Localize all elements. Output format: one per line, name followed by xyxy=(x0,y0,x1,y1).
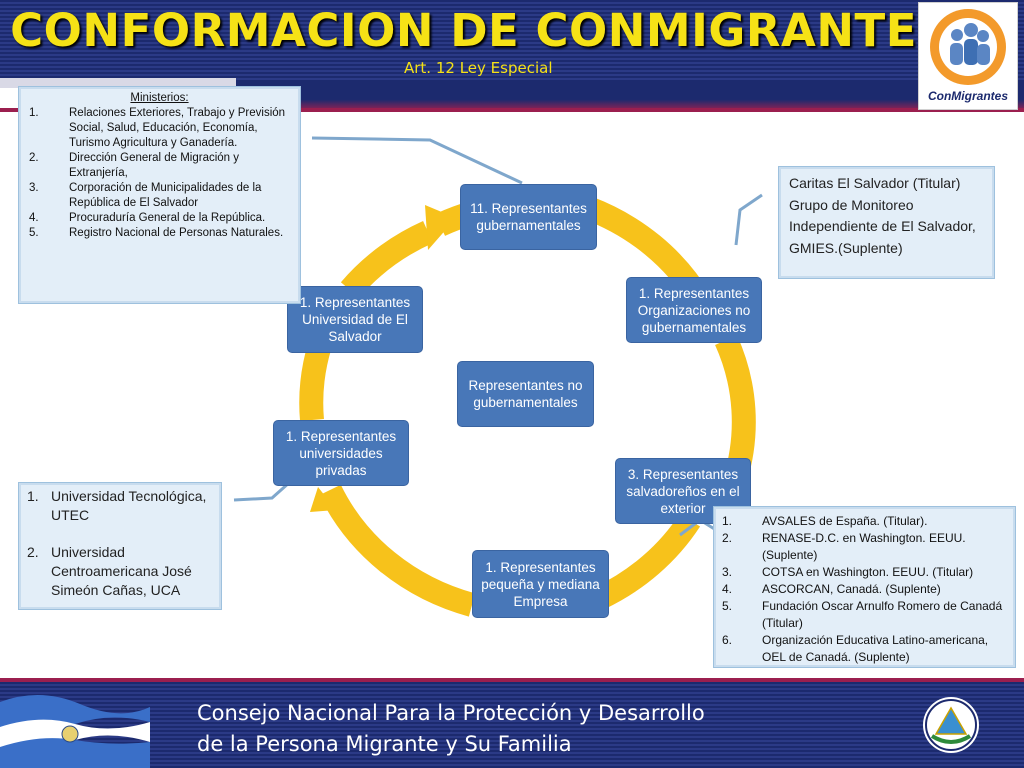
gmies-line: Grupo de Monitoreo Independiente de El S… xyxy=(789,196,976,256)
logo-text: ConMigrantes xyxy=(927,89,1008,103)
list-item: 2.RENASE-D.C. en Washington. EEUU. (Supl… xyxy=(722,531,966,562)
node-ues: 1. Representantes Universidad de El Salv… xyxy=(287,286,423,353)
list-item: 3.COTSA en Washington. EEUU. (Titular) xyxy=(722,565,974,579)
list-item: 2.Dirección General de Migración y Extra… xyxy=(29,152,240,179)
flag-icon xyxy=(0,694,150,768)
node-empresa: 1. Representantes pequeña y mediana Empr… xyxy=(472,550,609,618)
ministerios-list: 1.Relaciones Exteriores, Trabajo y Previ… xyxy=(29,106,290,241)
arrow-head-icon xyxy=(425,205,456,250)
node-univ-privadas: 1. Representantes universidades privadas xyxy=(273,420,409,486)
footer-text: Consejo Nacional Para la Protección y De… xyxy=(197,698,705,760)
universidades-callout: 1.Universidad Tecnológica, UTEC 2.Univer… xyxy=(18,482,222,610)
conmigrantes-logo: ConMigrantes xyxy=(918,2,1018,110)
page-title: CONFORMACION DE CONMIGRANTES xyxy=(10,4,950,57)
exterior-list: 1.AVSALES de España. (Titular). 2.RENASE… xyxy=(722,513,1007,666)
list-item: 4.ASCORCAN, Canadá. (Suplente) xyxy=(722,582,941,596)
footer-line-2: de la Persona Migrante y Su Familia xyxy=(197,732,572,756)
list-item: 1.Relaciones Exteriores, Trabajo y Previ… xyxy=(29,107,286,149)
footer-bar xyxy=(0,682,1024,768)
list-item: 2.Universidad Centroamericana José Simeó… xyxy=(27,544,192,598)
footer-line-1: Consejo Nacional Para la Protección y De… xyxy=(197,701,705,725)
list-item: 3.Corporación de Municipalidades de la R… xyxy=(29,182,262,209)
exterior-callout: 1.AVSALES de España. (Titular). 2.RENASE… xyxy=(713,506,1016,668)
ministerios-heading: Ministerios: xyxy=(130,92,189,104)
page-subtitle: Art. 12 Ley Especial xyxy=(404,59,553,77)
national-seal-icon xyxy=(923,697,979,753)
people-logo-icon xyxy=(930,9,1006,85)
list-item: 1.Universidad Tecnológica, UTEC xyxy=(27,488,207,523)
list-item: 4.Procuraduría General de la República. xyxy=(29,212,266,224)
list-item: 5.Fundación Oscar Arnulfo Romero de Cana… xyxy=(722,599,1003,630)
caritas-line: Caritas El Salvador (Titular) xyxy=(789,175,961,191)
ministerios-callout: Ministerios: 1.Relaciones Exteriores, Tr… xyxy=(18,86,301,304)
list-item: 1.AVSALES de España. (Titular). xyxy=(722,514,928,528)
list-item: 6.Organización Educativa Latino-american… xyxy=(722,633,989,664)
header-stripe xyxy=(230,80,1024,108)
header-band xyxy=(0,108,1024,112)
list-item: 5.Registro Nacional de Personas Naturale… xyxy=(29,227,284,239)
caritas-callout: Caritas El Salvador (Titular) Grupo de M… xyxy=(778,166,995,279)
node-gubernamentales: 11. Representantes gubernamentales xyxy=(460,184,597,250)
footer-band xyxy=(0,678,1024,682)
header-left-strip xyxy=(0,78,236,88)
center-node: Representantes no gubernamentales xyxy=(457,361,594,427)
header-bar xyxy=(0,0,1024,86)
node-ong: 1. Representantes Organizaciones no gube… xyxy=(626,277,762,343)
